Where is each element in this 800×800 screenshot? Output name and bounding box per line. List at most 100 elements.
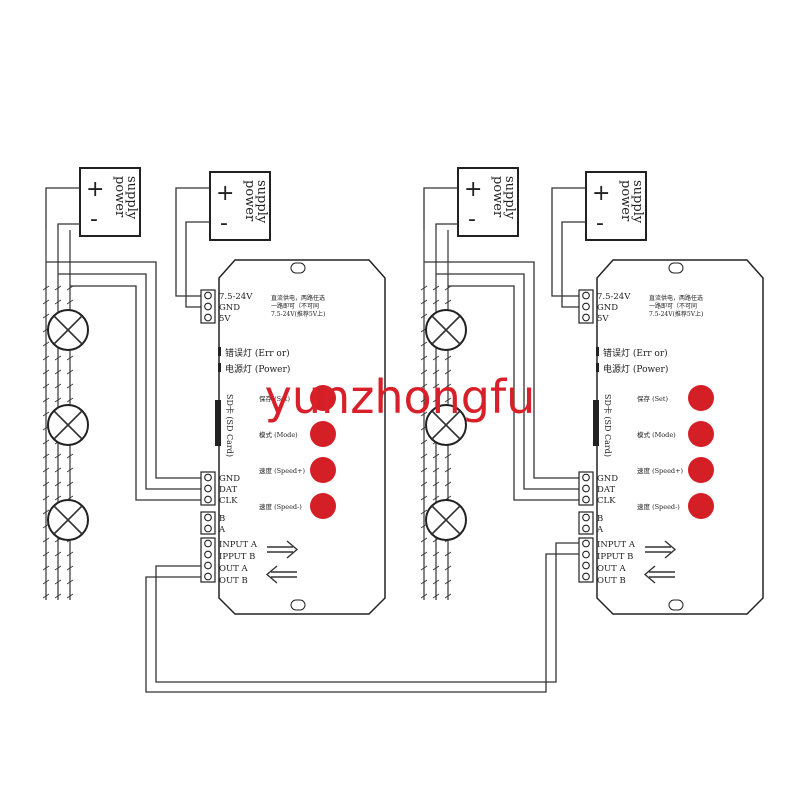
- bulb: [425, 404, 467, 446]
- button-label: 模式 (Mode): [637, 430, 676, 439]
- arrow-right-icon: [645, 540, 677, 559]
- red-button: [310, 493, 336, 519]
- wire: [420, 537, 428, 543]
- wire: [54, 299, 62, 305]
- red-button: [310, 457, 336, 483]
- wire: [42, 383, 50, 389]
- terminal-screw: [204, 524, 212, 533]
- wire: [420, 481, 428, 487]
- terminal-screw: [204, 561, 212, 570]
- io-pin-label: OUT B: [219, 576, 248, 586]
- terminal-screw: [204, 313, 212, 322]
- power-pin-label: GND: [597, 303, 618, 313]
- red-button: [688, 385, 714, 411]
- wire: [432, 453, 440, 459]
- supply-label: supply: [124, 176, 139, 220]
- wire: [561, 221, 586, 308]
- wire: [420, 313, 428, 319]
- wire: [58, 273, 201, 490]
- minus-sign: -: [468, 207, 476, 232]
- io-pin-label: INPUT A: [219, 540, 258, 550]
- io-pin-label: INPUT A: [597, 540, 636, 550]
- red-button: [310, 421, 336, 447]
- terminal-block: [578, 537, 594, 583]
- wire: [551, 187, 586, 297]
- power-supply-box: [209, 171, 271, 241]
- terminal-screw: [204, 291, 212, 300]
- wire: [432, 397, 440, 403]
- wire: [444, 383, 452, 389]
- wire: [432, 551, 440, 557]
- io-pin-label: OUT A: [219, 564, 249, 574]
- bulb: [47, 309, 89, 351]
- wire: [66, 593, 74, 599]
- bulb: [47, 404, 89, 446]
- wire: [66, 453, 74, 459]
- wire: [57, 223, 80, 230]
- mount-hole-top: [668, 262, 684, 274]
- sd-card-slot: [215, 400, 221, 446]
- wire: [436, 273, 579, 490]
- terminal-screw: [582, 561, 590, 570]
- sd-card-label: SD卡 (SD Card): [225, 394, 235, 457]
- wire: [265, 565, 278, 584]
- wire: [66, 369, 74, 375]
- io-pin-label: OUT B: [597, 576, 626, 586]
- wire: [54, 579, 62, 585]
- wire: [54, 355, 62, 361]
- wire: [66, 383, 74, 389]
- terminal-screw: [204, 513, 212, 522]
- indicator-label: 电源灯 (Power): [603, 363, 668, 375]
- wire: [42, 411, 50, 417]
- wire: [432, 579, 440, 585]
- wire: [431, 505, 461, 535]
- wire: [66, 467, 74, 473]
- wire: [42, 397, 50, 403]
- arrow-left-icon: [265, 565, 297, 584]
- terminal-screw: [582, 539, 590, 548]
- wire: [42, 285, 50, 291]
- lamp-string-right: [420, 230, 467, 600]
- wire: [432, 355, 440, 361]
- wire: [42, 593, 50, 599]
- wire: [155, 542, 579, 683]
- wire: [444, 369, 452, 375]
- wire: [420, 495, 428, 501]
- terminal-screw: [582, 313, 590, 322]
- power-label: power: [242, 180, 257, 222]
- bulb: [47, 499, 89, 541]
- wire: [54, 285, 62, 291]
- wire: [54, 369, 62, 375]
- wire: [432, 369, 440, 375]
- power-supply-box: [585, 171, 647, 241]
- wire: [432, 299, 440, 305]
- ab-pin-label: A: [596, 525, 604, 535]
- wire: [42, 313, 50, 319]
- wire: [42, 467, 50, 473]
- wire: [420, 397, 428, 403]
- wire: [432, 285, 440, 291]
- terminal-screw: [582, 495, 590, 504]
- terminal-screw: [204, 484, 212, 493]
- bulb: [425, 499, 467, 541]
- power-pin-label: 5V: [597, 314, 609, 324]
- terminal-screw: [582, 524, 590, 533]
- power-supply-box: [79, 167, 141, 237]
- wire: [432, 481, 440, 487]
- ab-pin-label: B: [219, 514, 225, 524]
- note-text: 一路即可（不可同: [271, 302, 319, 310]
- plus-sign: +: [464, 177, 482, 202]
- power-label: power: [618, 180, 633, 222]
- wire: [66, 299, 74, 305]
- wire: [42, 453, 50, 459]
- wire: [431, 315, 461, 345]
- wire: [444, 467, 452, 473]
- wire: [42, 579, 50, 585]
- wire: [54, 383, 62, 389]
- mount-hole-bottom: [668, 599, 684, 611]
- plus-sign: +: [86, 177, 104, 202]
- wire: [286, 540, 299, 559]
- wire: [145, 553, 579, 693]
- wire: [444, 551, 452, 557]
- wire: [424, 261, 579, 479]
